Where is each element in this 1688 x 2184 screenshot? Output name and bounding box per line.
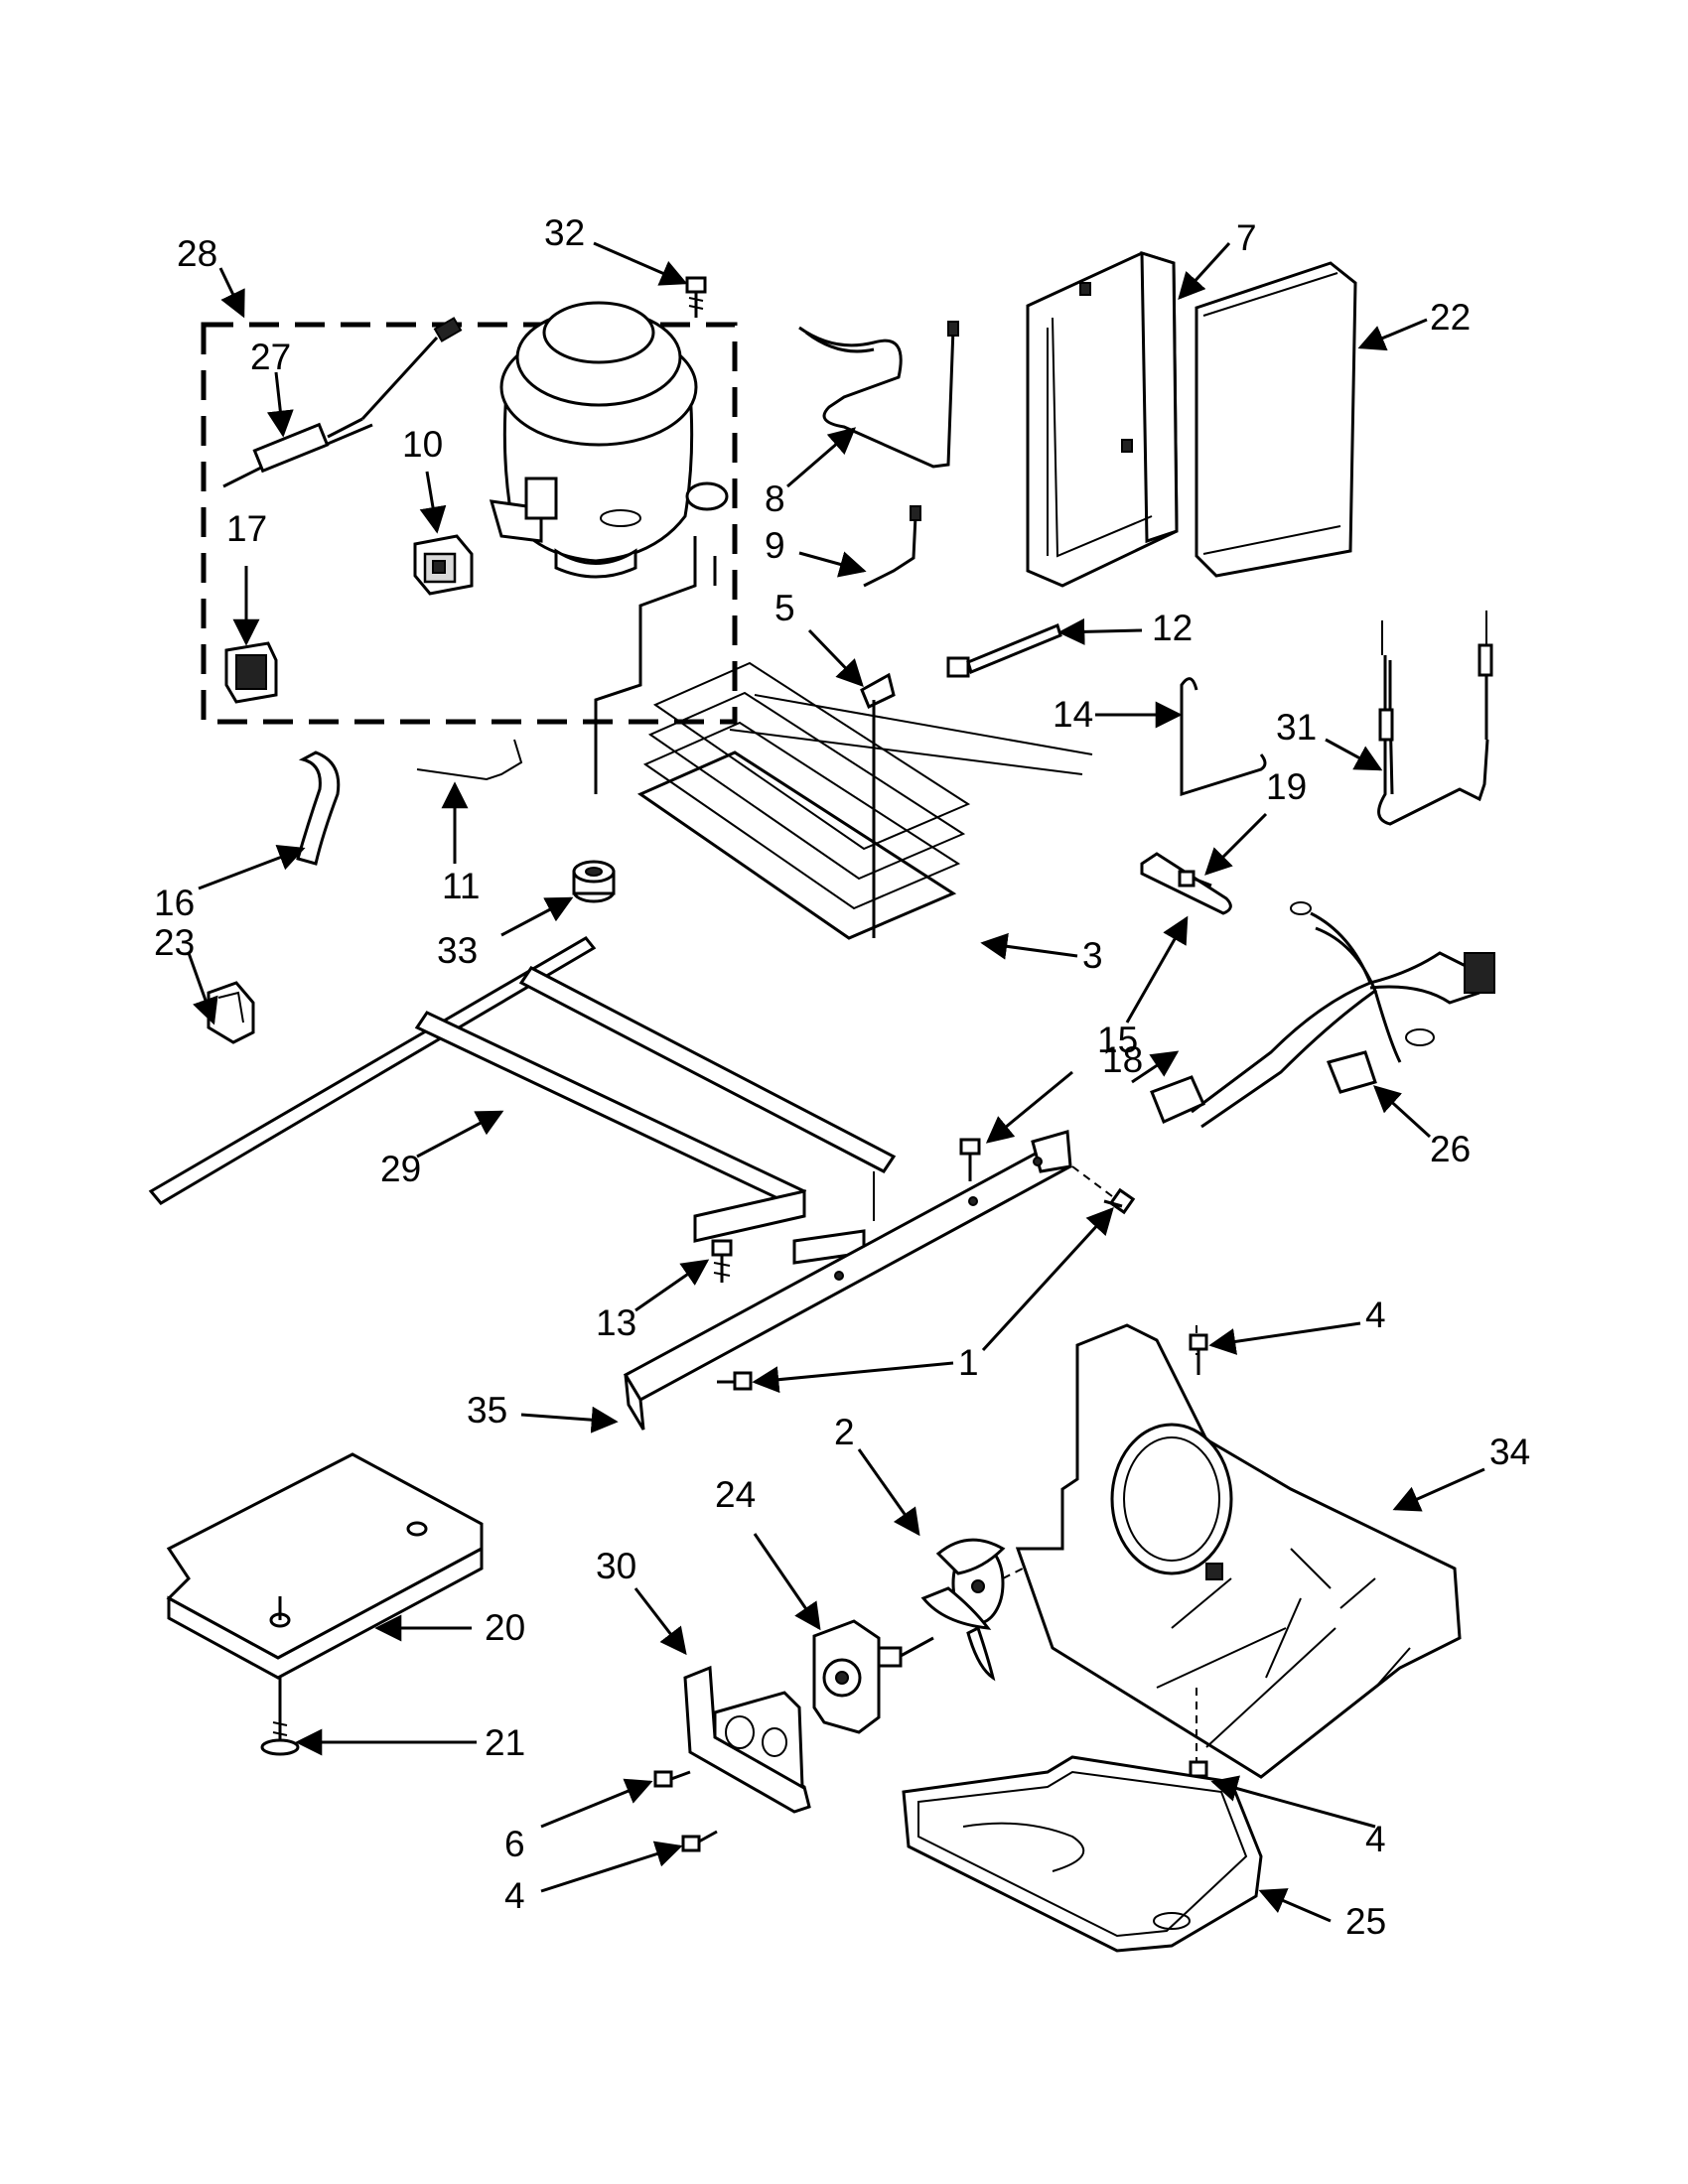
drain-tube-8 (798, 326, 955, 469)
tie-strap-part (946, 622, 1062, 678)
fan-shroud-part (1015, 1323, 1462, 1779)
screw-4-top (1189, 1333, 1208, 1375)
callout-18: 18 (1102, 1039, 1143, 1080)
callout-28: 28 (177, 233, 217, 274)
callout-1: 1 (958, 1342, 979, 1383)
callout-17: 17 (226, 508, 267, 549)
screw-1 (1103, 1187, 1136, 1215)
callout-30: 30 (596, 1546, 636, 1586)
clip-part-5 (860, 672, 896, 710)
callout-11: 11 (442, 866, 480, 906)
assembly-dashed-box (201, 322, 738, 725)
callout-22: 22 (1430, 297, 1471, 338)
callout-20: 20 (485, 1607, 525, 1648)
long-bracket-part (623, 1130, 1073, 1431)
relay-part (413, 534, 474, 596)
screw-6 (653, 1770, 691, 1788)
base-plate-part (166, 1452, 484, 1680)
drain-tube-8-end (805, 331, 875, 353)
overload-part (222, 317, 463, 488)
leveler-foot-21 (260, 1712, 300, 1756)
screw-4-left (681, 1830, 718, 1852)
callout-labels: 32 28 27 10 17 7 22 8 9 5 12 14 31 19 15… (154, 212, 1530, 1942)
callout-25: 25 (1345, 1901, 1386, 1942)
callout-13: 13 (596, 1302, 636, 1343)
leader-lines (187, 241, 1485, 1923)
condenser-part (1195, 261, 1357, 578)
condenser-cover-part (1026, 250, 1179, 588)
fan-blade-part (920, 1538, 1024, 1682)
callout-29: 29 (380, 1149, 421, 1189)
callout-31: 31 (1276, 707, 1317, 748)
callout-24: 24 (715, 1474, 756, 1515)
callout-26: 26 (1430, 1129, 1471, 1169)
callout-32: 32 (544, 212, 585, 253)
drain-pan-part (902, 1755, 1263, 1953)
callout-7: 7 (1236, 217, 1257, 258)
rail-assembly-part (148, 936, 897, 1265)
callout-4-bottom: 4 (1365, 1819, 1386, 1859)
callout-4-top: 4 (1365, 1295, 1386, 1335)
wire-harness-part (1150, 901, 1495, 1129)
callout-5: 5 (774, 588, 795, 628)
wire-14 (1180, 677, 1267, 797)
compressor-part (489, 301, 729, 579)
callout-9: 9 (765, 525, 785, 566)
screw-1-axis (1071, 1165, 1113, 1197)
callout-10: 10 (402, 424, 443, 465)
bracket-part-23 (207, 981, 255, 1044)
callout-2: 2 (834, 1412, 855, 1452)
screw-35-fastener (717, 1371, 753, 1391)
compressor-assembly-group (201, 301, 738, 725)
callout-4-left: 4 (504, 1875, 525, 1916)
callout-27: 27 (250, 337, 291, 377)
callout-15: 15 (1097, 1020, 1138, 1060)
condenser-coil-part (636, 661, 1093, 940)
drain-hose-part (296, 751, 341, 866)
process-tube (594, 536, 697, 794)
motor-bracket-part (683, 1665, 811, 1814)
tube-9 (863, 515, 917, 588)
callout-16: 16 (154, 883, 195, 923)
callout-35: 35 (467, 1390, 507, 1431)
wire-11 (416, 739, 523, 781)
callout-19: 19 (1266, 766, 1307, 807)
capacitor-part (224, 641, 278, 704)
callout-34: 34 (1489, 1432, 1530, 1472)
callout-3: 3 (1082, 935, 1103, 976)
screw-13 (711, 1239, 733, 1283)
callout-12: 12 (1152, 608, 1193, 648)
grommet-part (572, 860, 616, 903)
fan-motor-part (812, 1619, 934, 1734)
screw-19 (1178, 870, 1212, 887)
screw-18 (959, 1138, 981, 1181)
callout-21: 21 (485, 1722, 525, 1763)
callout-6: 6 (504, 1824, 525, 1864)
screw-32 (685, 276, 707, 318)
tube-assembly-31 (1377, 611, 1493, 826)
callout-23: 23 (154, 922, 195, 963)
callout-33: 33 (437, 930, 478, 971)
callout-8: 8 (765, 478, 785, 519)
callout-14: 14 (1053, 694, 1093, 735)
